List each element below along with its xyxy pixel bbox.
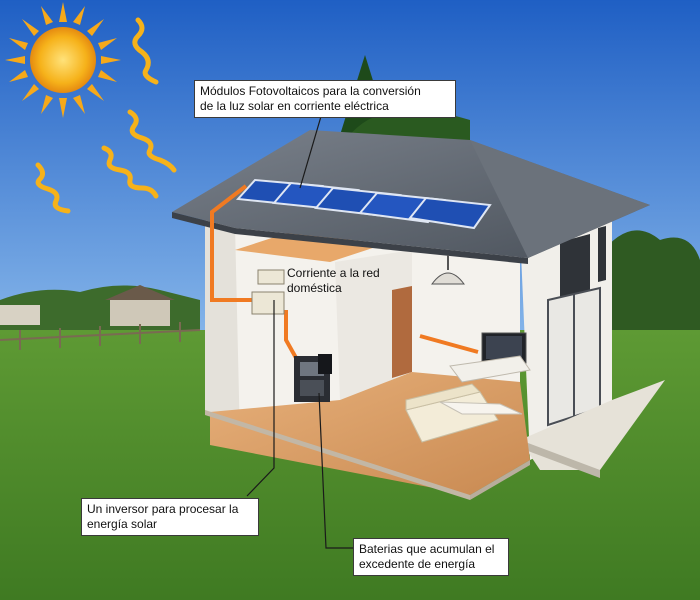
fence bbox=[0, 322, 201, 350]
callout-photovoltaic-modules: Módulos Fotovoltaicos para la conversión… bbox=[194, 80, 456, 118]
battery-icon bbox=[318, 354, 332, 374]
callout-inverter: Un inversor para procesar la energía sol… bbox=[81, 498, 259, 536]
callout-inverter-line2: energía solar bbox=[87, 517, 158, 531]
callout-batteries-line2: excedente de energía bbox=[359, 557, 476, 571]
sun-icon bbox=[5, 2, 121, 118]
solar-panel-icon bbox=[408, 196, 492, 230]
house bbox=[172, 130, 665, 500]
sofa-icon bbox=[405, 383, 523, 443]
lamp-icon bbox=[431, 255, 465, 285]
callout-modules-line1: Módulos Fotovoltaicos para la conversión bbox=[200, 84, 421, 98]
sun-rays bbox=[35, 17, 177, 214]
callout-batteries: Baterias que acumulan el excedente de en… bbox=[353, 538, 509, 576]
electric-meter bbox=[251, 269, 285, 315]
callout-batteries-line1: Baterias que acumulan el bbox=[359, 542, 495, 556]
grid-current-line2: doméstica bbox=[287, 281, 342, 295]
label-grid-current: Corriente a la red doméstica bbox=[287, 266, 380, 296]
callout-modules-line2: de la luz solar en corriente eléctrica bbox=[200, 99, 389, 113]
grid-current-line1: Corriente a la red bbox=[287, 266, 380, 280]
callout-inverter-line1: Un inversor para procesar la bbox=[87, 502, 239, 516]
television-icon bbox=[449, 332, 531, 383]
leader-lines bbox=[246, 112, 355, 549]
